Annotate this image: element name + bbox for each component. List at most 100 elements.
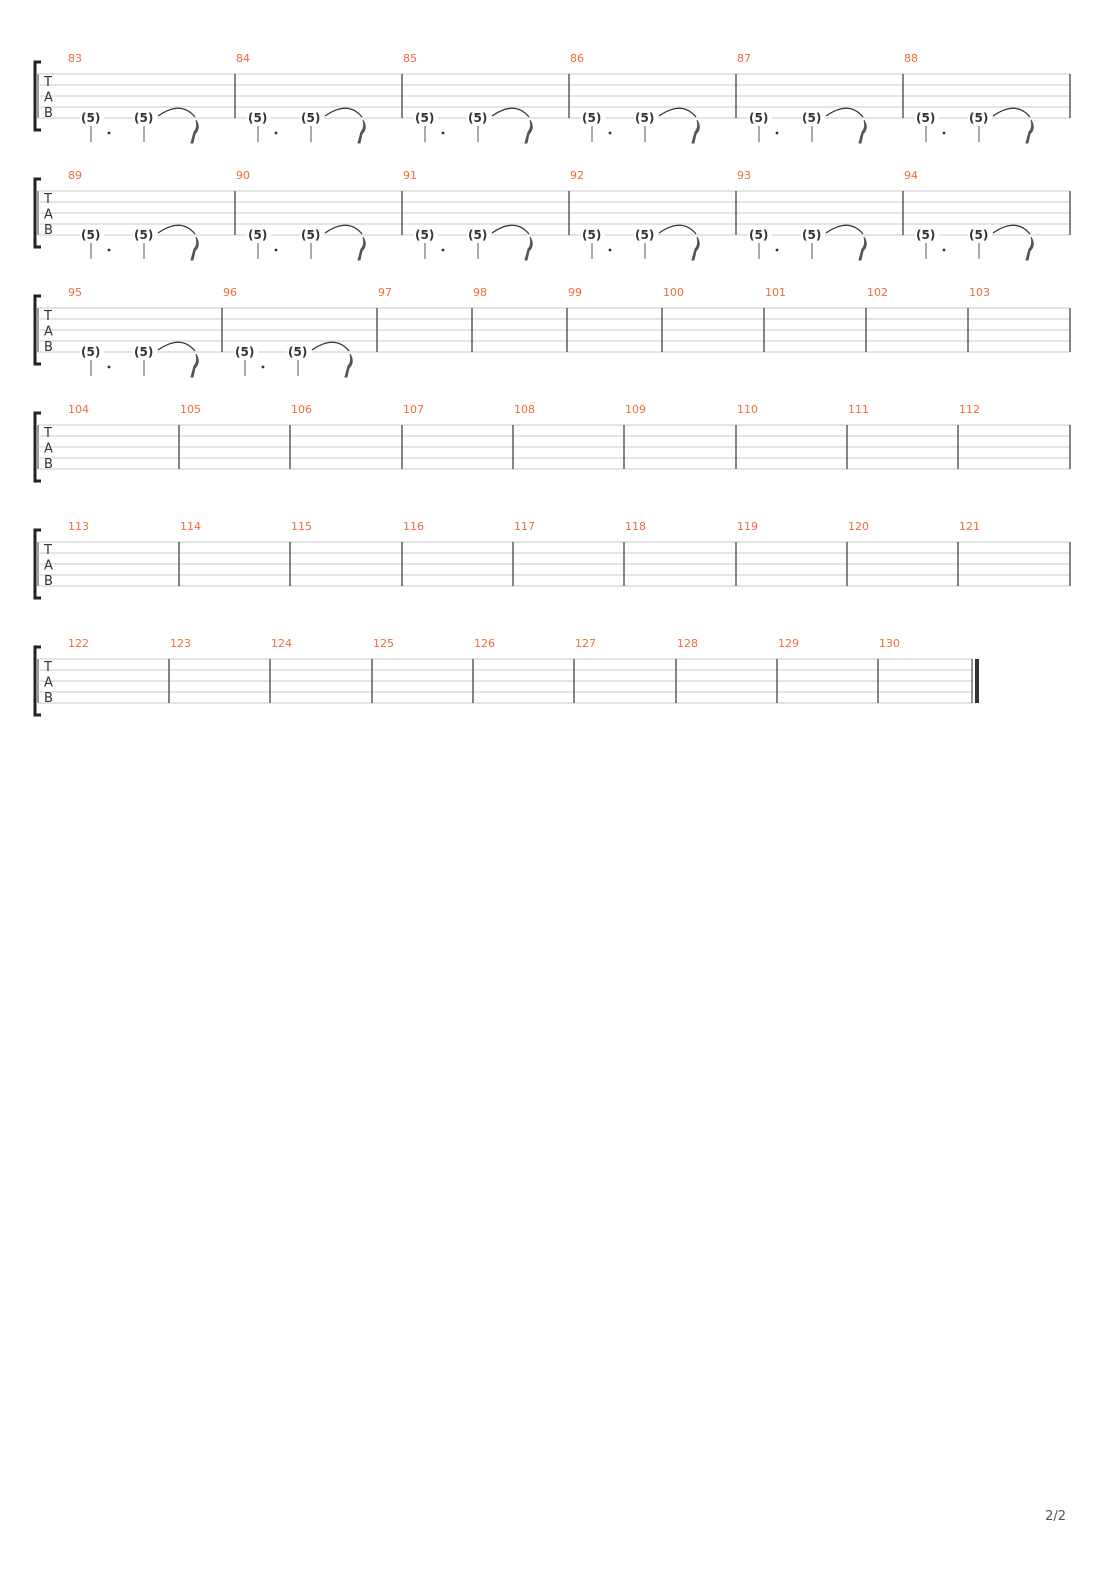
tie-arc bbox=[825, 107, 864, 118]
tie-arc bbox=[992, 107, 1031, 118]
measure-number: 126 bbox=[474, 637, 495, 650]
fret-number: (5) bbox=[235, 345, 254, 359]
measure-number: 99 bbox=[568, 286, 582, 299]
dot bbox=[775, 131, 779, 135]
fret-number: (5) bbox=[301, 228, 320, 242]
measure-number: 89 bbox=[68, 169, 82, 182]
measure-number: 128 bbox=[677, 637, 698, 650]
tab-clef-letter: T bbox=[43, 192, 52, 207]
dot bbox=[274, 131, 278, 135]
tab-clef-letter: A bbox=[44, 91, 53, 106]
measure-number: 92 bbox=[570, 169, 584, 182]
fret-number: (5) bbox=[635, 228, 654, 242]
measure-number: 112 bbox=[959, 403, 980, 416]
measure-number: 119 bbox=[737, 520, 758, 533]
measure-number: 108 bbox=[514, 403, 535, 416]
note-bg bbox=[300, 111, 324, 125]
measure-number: 130 bbox=[879, 637, 900, 650]
eighth-flag-icon bbox=[524, 119, 533, 144]
measure-number: 91 bbox=[403, 169, 417, 182]
tab-clef-letter: T bbox=[43, 75, 52, 90]
note-bg bbox=[133, 345, 157, 359]
dot bbox=[107, 131, 111, 135]
fret-number: (5) bbox=[635, 111, 654, 125]
eighth-flag-icon bbox=[691, 236, 700, 261]
system-bracket bbox=[33, 411, 41, 483]
tab-clef-letter: B bbox=[44, 223, 53, 238]
tie-arc bbox=[157, 341, 196, 352]
fret-number: (5) bbox=[134, 228, 153, 242]
note-bg bbox=[634, 228, 658, 242]
measure-number: 87 bbox=[737, 52, 751, 65]
note-bg bbox=[287, 345, 311, 359]
fret-number: (5) bbox=[81, 228, 100, 242]
fret-number: (5) bbox=[134, 345, 153, 359]
tab-clef-letter: A bbox=[44, 442, 53, 457]
measure-number: 100 bbox=[663, 286, 684, 299]
note-bg bbox=[80, 228, 104, 242]
eighth-flag-icon bbox=[524, 236, 533, 261]
eighth-flag-icon bbox=[357, 119, 366, 144]
fret-number: (5) bbox=[468, 111, 487, 125]
tie-arc bbox=[992, 224, 1031, 235]
note-bg bbox=[80, 111, 104, 125]
fret-number: (5) bbox=[969, 228, 988, 242]
measure-number: 84 bbox=[236, 52, 250, 65]
fret-number: (5) bbox=[582, 111, 601, 125]
measure-number: 109 bbox=[625, 403, 646, 416]
final-barline-thick bbox=[975, 659, 979, 703]
measure-number: 97 bbox=[378, 286, 392, 299]
note-bg bbox=[234, 345, 258, 359]
measure-number: 95 bbox=[68, 286, 82, 299]
measure-number: 111 bbox=[848, 403, 869, 416]
eighth-flag-icon bbox=[1025, 119, 1034, 144]
tie-arc bbox=[324, 107, 363, 118]
system-bracket bbox=[33, 294, 41, 366]
measure-number: 114 bbox=[180, 520, 201, 533]
tie-arc bbox=[658, 224, 697, 235]
tab-clef-letter: T bbox=[43, 309, 52, 324]
dot bbox=[942, 131, 946, 135]
measure-number: 105 bbox=[180, 403, 201, 416]
measure-number: 88 bbox=[904, 52, 918, 65]
eighth-flag-icon bbox=[858, 236, 867, 261]
tab-clef-letter: A bbox=[44, 559, 53, 574]
measure-number: 83 bbox=[68, 52, 82, 65]
measure-number: 120 bbox=[848, 520, 869, 533]
tie-arc bbox=[825, 224, 864, 235]
tie-arc bbox=[157, 224, 196, 235]
measure-number: 127 bbox=[575, 637, 596, 650]
tie-arc bbox=[311, 341, 350, 352]
eighth-flag-icon bbox=[691, 119, 700, 144]
dot bbox=[441, 248, 445, 252]
dot bbox=[261, 365, 265, 369]
tab-clef-letter: B bbox=[44, 106, 53, 121]
measure-number: 129 bbox=[778, 637, 799, 650]
measure-number: 106 bbox=[291, 403, 312, 416]
fret-number: (5) bbox=[969, 111, 988, 125]
measure-number: 118 bbox=[625, 520, 646, 533]
measure-number: 123 bbox=[170, 637, 191, 650]
note-bg bbox=[634, 111, 658, 125]
measure-number: 96 bbox=[223, 286, 237, 299]
fret-number: (5) bbox=[288, 345, 307, 359]
eighth-flag-icon bbox=[344, 353, 353, 378]
measure-number: 122 bbox=[68, 637, 89, 650]
tab-clef-letter: B bbox=[44, 691, 53, 706]
measure-number: 85 bbox=[403, 52, 417, 65]
measure-number: 117 bbox=[514, 520, 535, 533]
dot bbox=[942, 248, 946, 252]
fret-number: (5) bbox=[415, 228, 434, 242]
fret-number: (5) bbox=[415, 111, 434, 125]
measure-number: 93 bbox=[737, 169, 751, 182]
system-bracket bbox=[33, 528, 41, 600]
note-bg bbox=[467, 228, 491, 242]
fret-number: (5) bbox=[802, 228, 821, 242]
note-bg bbox=[247, 228, 271, 242]
eighth-flag-icon bbox=[858, 119, 867, 144]
eighth-flag-icon bbox=[1025, 236, 1034, 261]
